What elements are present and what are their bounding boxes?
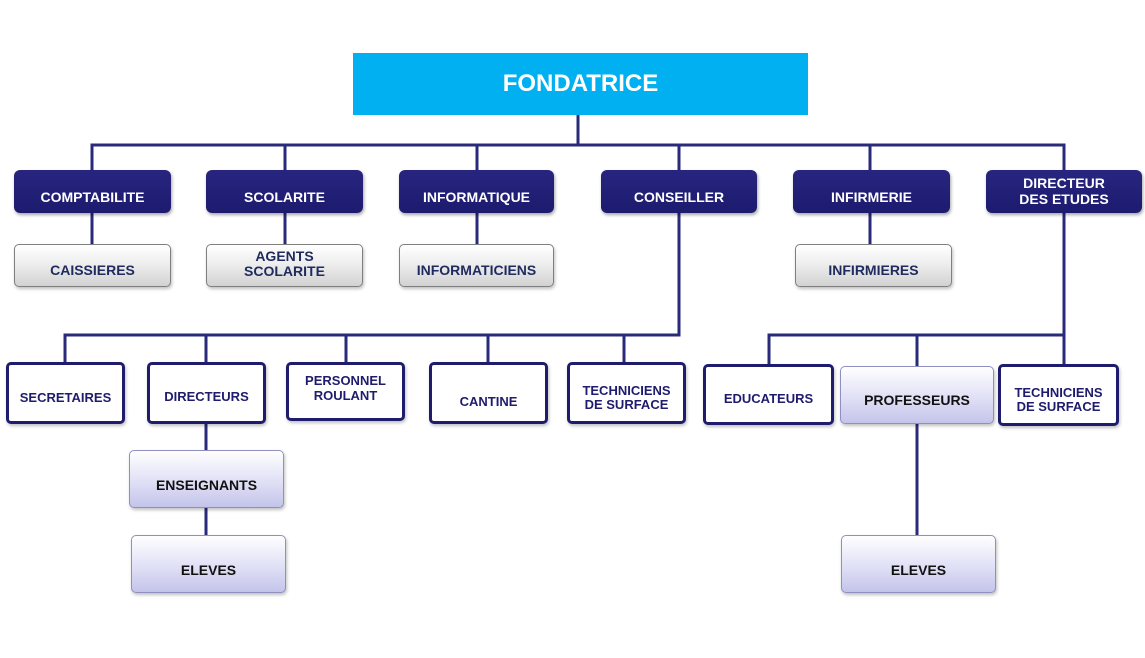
staff-professeurs: PROFESSEURS bbox=[840, 366, 994, 424]
staff-secretaires: SECRETAIRES bbox=[6, 362, 125, 424]
dept-infirmerie: INFIRMERIE bbox=[793, 170, 950, 213]
staff-techniciens-surface-left: TECHNICIENS DE SURFACE bbox=[567, 362, 686, 424]
dept-comptabilite: COMPTABILITE bbox=[14, 170, 171, 213]
chain-enseignants: ENSEIGNANTS bbox=[129, 450, 284, 508]
dept-directeur-etudes: DIRECTEUR DES ETUDES bbox=[986, 170, 1142, 213]
dept-conseiller: CONSEILLER bbox=[601, 170, 757, 213]
chain-eleves-left: ELEVES bbox=[131, 535, 286, 593]
unit-agents-scolarite: AGENTS SCOLARITE bbox=[206, 244, 363, 287]
staff-directeurs: DIRECTEURS bbox=[147, 362, 266, 424]
dept-informatique: INFORMATIQUE bbox=[399, 170, 554, 213]
staff-cantine: CANTINE bbox=[429, 362, 548, 424]
unit-caissieres: CAISSIERES bbox=[14, 244, 171, 287]
staff-personnel-roulant: PERSONNEL ROULANT bbox=[286, 362, 405, 421]
fondatrice-box: FONDATRICE bbox=[353, 53, 808, 115]
staff-techniciens-surface-right: TECHNICIENS DE SURFACE bbox=[998, 364, 1119, 426]
unit-infirmieres: INFIRMIERES bbox=[795, 244, 952, 287]
chain-eleves-right: ELEVES bbox=[841, 535, 996, 593]
unit-informaticiens: INFORMATICIENS bbox=[399, 244, 554, 287]
dept-scolarite: SCOLARITE bbox=[206, 170, 363, 213]
staff-educateurs: EDUCATEURS bbox=[703, 364, 834, 425]
